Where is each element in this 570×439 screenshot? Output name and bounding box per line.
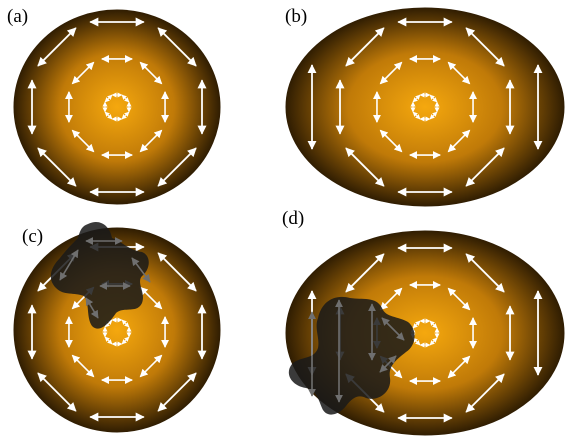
arrows-a-outer-arrow-6 (157, 27, 197, 67)
arrows-c-outer-arrow-2 (37, 372, 77, 412)
arrows-c-middle-arrow-2 (71, 354, 95, 378)
panel-b-label: (b) (285, 6, 307, 27)
arrows-b-outer-arrow-2 (345, 147, 385, 187)
arrows-a-middle-arrow-4 (71, 61, 95, 85)
arrows-a-outer-arrow-0 (157, 147, 197, 187)
panel-a: (a) (7, 6, 222, 206)
arrows-a-core-arrow-0 (121, 111, 130, 120)
arrows-a-core-arrow-4 (104, 94, 113, 103)
arrows-c-outer-arrow-0 (157, 372, 197, 412)
panel-d: (d) (282, 208, 566, 437)
arrows-d-middle-arrow-0 (447, 355, 471, 379)
arrows-a-core-arrow-6 (121, 94, 130, 103)
defect-c-arrow-3 (85, 297, 99, 319)
arrows-b-outer-arrow-0 (465, 147, 505, 187)
panel-c-defect-arrows (59, 237, 151, 319)
defect-c-arrow-4 (131, 257, 151, 283)
arrows-d-outer-arrow-4 (345, 253, 385, 293)
arrows-d-outer-arrow-6 (465, 253, 505, 293)
arrows-b-middle-arrow-2 (379, 129, 403, 153)
panel-b-flow-arrows (307, 17, 543, 197)
panel-d-label: (d) (282, 208, 304, 229)
arrows-a-outer-arrow-2 (37, 147, 77, 187)
defect-d-arrow-4 (379, 355, 397, 373)
arrows-b-middle-arrow-6 (447, 61, 471, 85)
panel-d-defect-arrows (308, 299, 405, 403)
panel-b: (b) (284, 6, 566, 208)
arrows-d-core-arrow-4 (412, 320, 421, 329)
arrows-b-outer-arrow-6 (465, 27, 505, 67)
arrows-d-core-arrow-0 (429, 337, 438, 346)
arrows-c-core-arrow-2 (104, 336, 113, 345)
panel-c-label: (c) (22, 226, 43, 247)
arrows-d-outer-arrow-0 (465, 373, 505, 413)
arrows-b-core-arrow-6 (429, 94, 438, 103)
arrows-a-core-arrow-2 (104, 111, 113, 120)
arrows-c-core-arrow-0 (121, 336, 130, 345)
arrows-c-middle-arrow-0 (139, 354, 163, 378)
arrows-b-core-arrow-0 (429, 111, 438, 120)
arrows-b-outer-arrow-4 (345, 27, 385, 67)
panel-b-disk (284, 6, 566, 208)
arrows-a-middle-arrow-0 (139, 129, 163, 153)
arrows-a-middle-arrow-6 (139, 61, 163, 85)
arrows-d-core-arrow-6 (429, 320, 438, 329)
panel-a-disk (12, 8, 222, 206)
defect-d-arrow-3 (381, 317, 405, 341)
panel-a-flow-arrows (27, 17, 207, 197)
arrows-b-core-arrow-2 (412, 111, 421, 120)
arrows-d-middle-arrow-6 (447, 287, 471, 311)
arrows-c-core-arrow-4 (104, 319, 113, 328)
panel-c: (c) (12, 221, 222, 434)
arrows-a-outer-arrow-4 (37, 27, 77, 67)
panel-a-label: (a) (7, 6, 28, 27)
arrows-c-middle-arrow-6 (139, 286, 163, 310)
arrows-b-core-arrow-4 (412, 94, 421, 103)
arrows-b-middle-arrow-4 (379, 61, 403, 85)
arrows-d-middle-arrow-4 (379, 287, 403, 311)
arrows-a-middle-arrow-2 (71, 129, 95, 153)
arrows-c-outer-arrow-6 (157, 252, 197, 292)
panel-c-defect-blob (50, 221, 149, 329)
arrows-c-core-arrow-6 (121, 319, 130, 328)
defect-c-arrow-0 (59, 249, 79, 281)
arrows-b-middle-arrow-0 (447, 129, 471, 153)
